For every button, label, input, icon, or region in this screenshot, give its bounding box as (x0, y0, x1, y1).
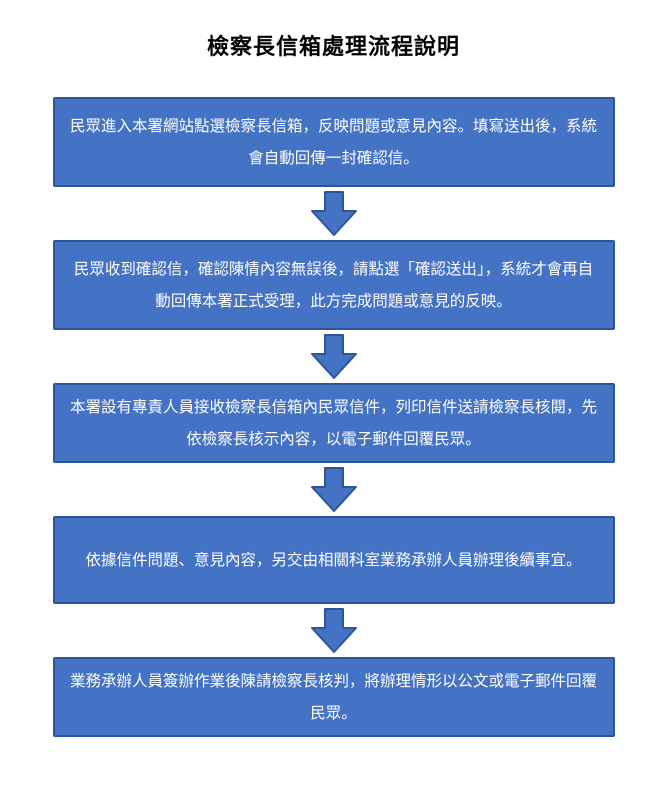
flow-step-5-text: 業務承辦人員簽辦作業後陳請檢察長核判，將辦理情形以公文或電子郵件回覆民眾。 (69, 672, 597, 722)
flowchart: 民眾進入本署網站點選檢察長信箱，反映問題或意見內容。填寫送出後，系統會自動回傳一… (0, 97, 667, 737)
down-arrow-icon (310, 604, 358, 657)
flow-step-1-box: 民眾進入本署網站點選檢察長信箱，反映問題或意見內容。填寫送出後，系統會自動回傳一… (52, 97, 615, 187)
down-arrow-icon (310, 330, 358, 383)
down-arrow-icon (310, 187, 358, 240)
flow-step-3-box: 本署設有專責人員接收檢察長信箱內民眾信件，列印信件送請檢察長核閱，先依檢察長核示… (52, 383, 615, 463)
flow-step-4-box: 依據信件問題、意見內容，另交由相關科室業務承辦人員辦理後續事宜。 (52, 516, 615, 604)
flow-step-4-text: 依據信件問題、意見內容，另交由相關科室業務承辦人員辦理後續事宜。 (85, 551, 582, 569)
flow-step-5-box: 業務承辦人員簽辦作業後陳請檢察長核判，將辦理情形以公文或電子郵件回覆民眾。 (52, 657, 615, 737)
flow-step-3-text: 本署設有專責人員接收檢察長信箱內民眾信件，列印信件送請檢察長核閱，先依檢察長核示… (69, 398, 597, 448)
page-title: 檢察長信箱處理流程說明 (206, 35, 460, 60)
flow-step-2-text: 民眾收到確認信，確認陳情內容無誤後，請點選「確認送出」，系統才會再自動回傳本署正… (73, 260, 594, 310)
flow-step-1-text: 民眾進入本署網站點選檢察長信箱，反映問題或意見內容。填寫送出後，系統會自動回傳一… (69, 117, 597, 167)
flow-step-2-box: 民眾收到確認信，確認陳情內容無誤後，請點選「確認送出」，系統才會再自動回傳本署正… (52, 240, 615, 330)
down-arrow-icon (310, 463, 358, 516)
